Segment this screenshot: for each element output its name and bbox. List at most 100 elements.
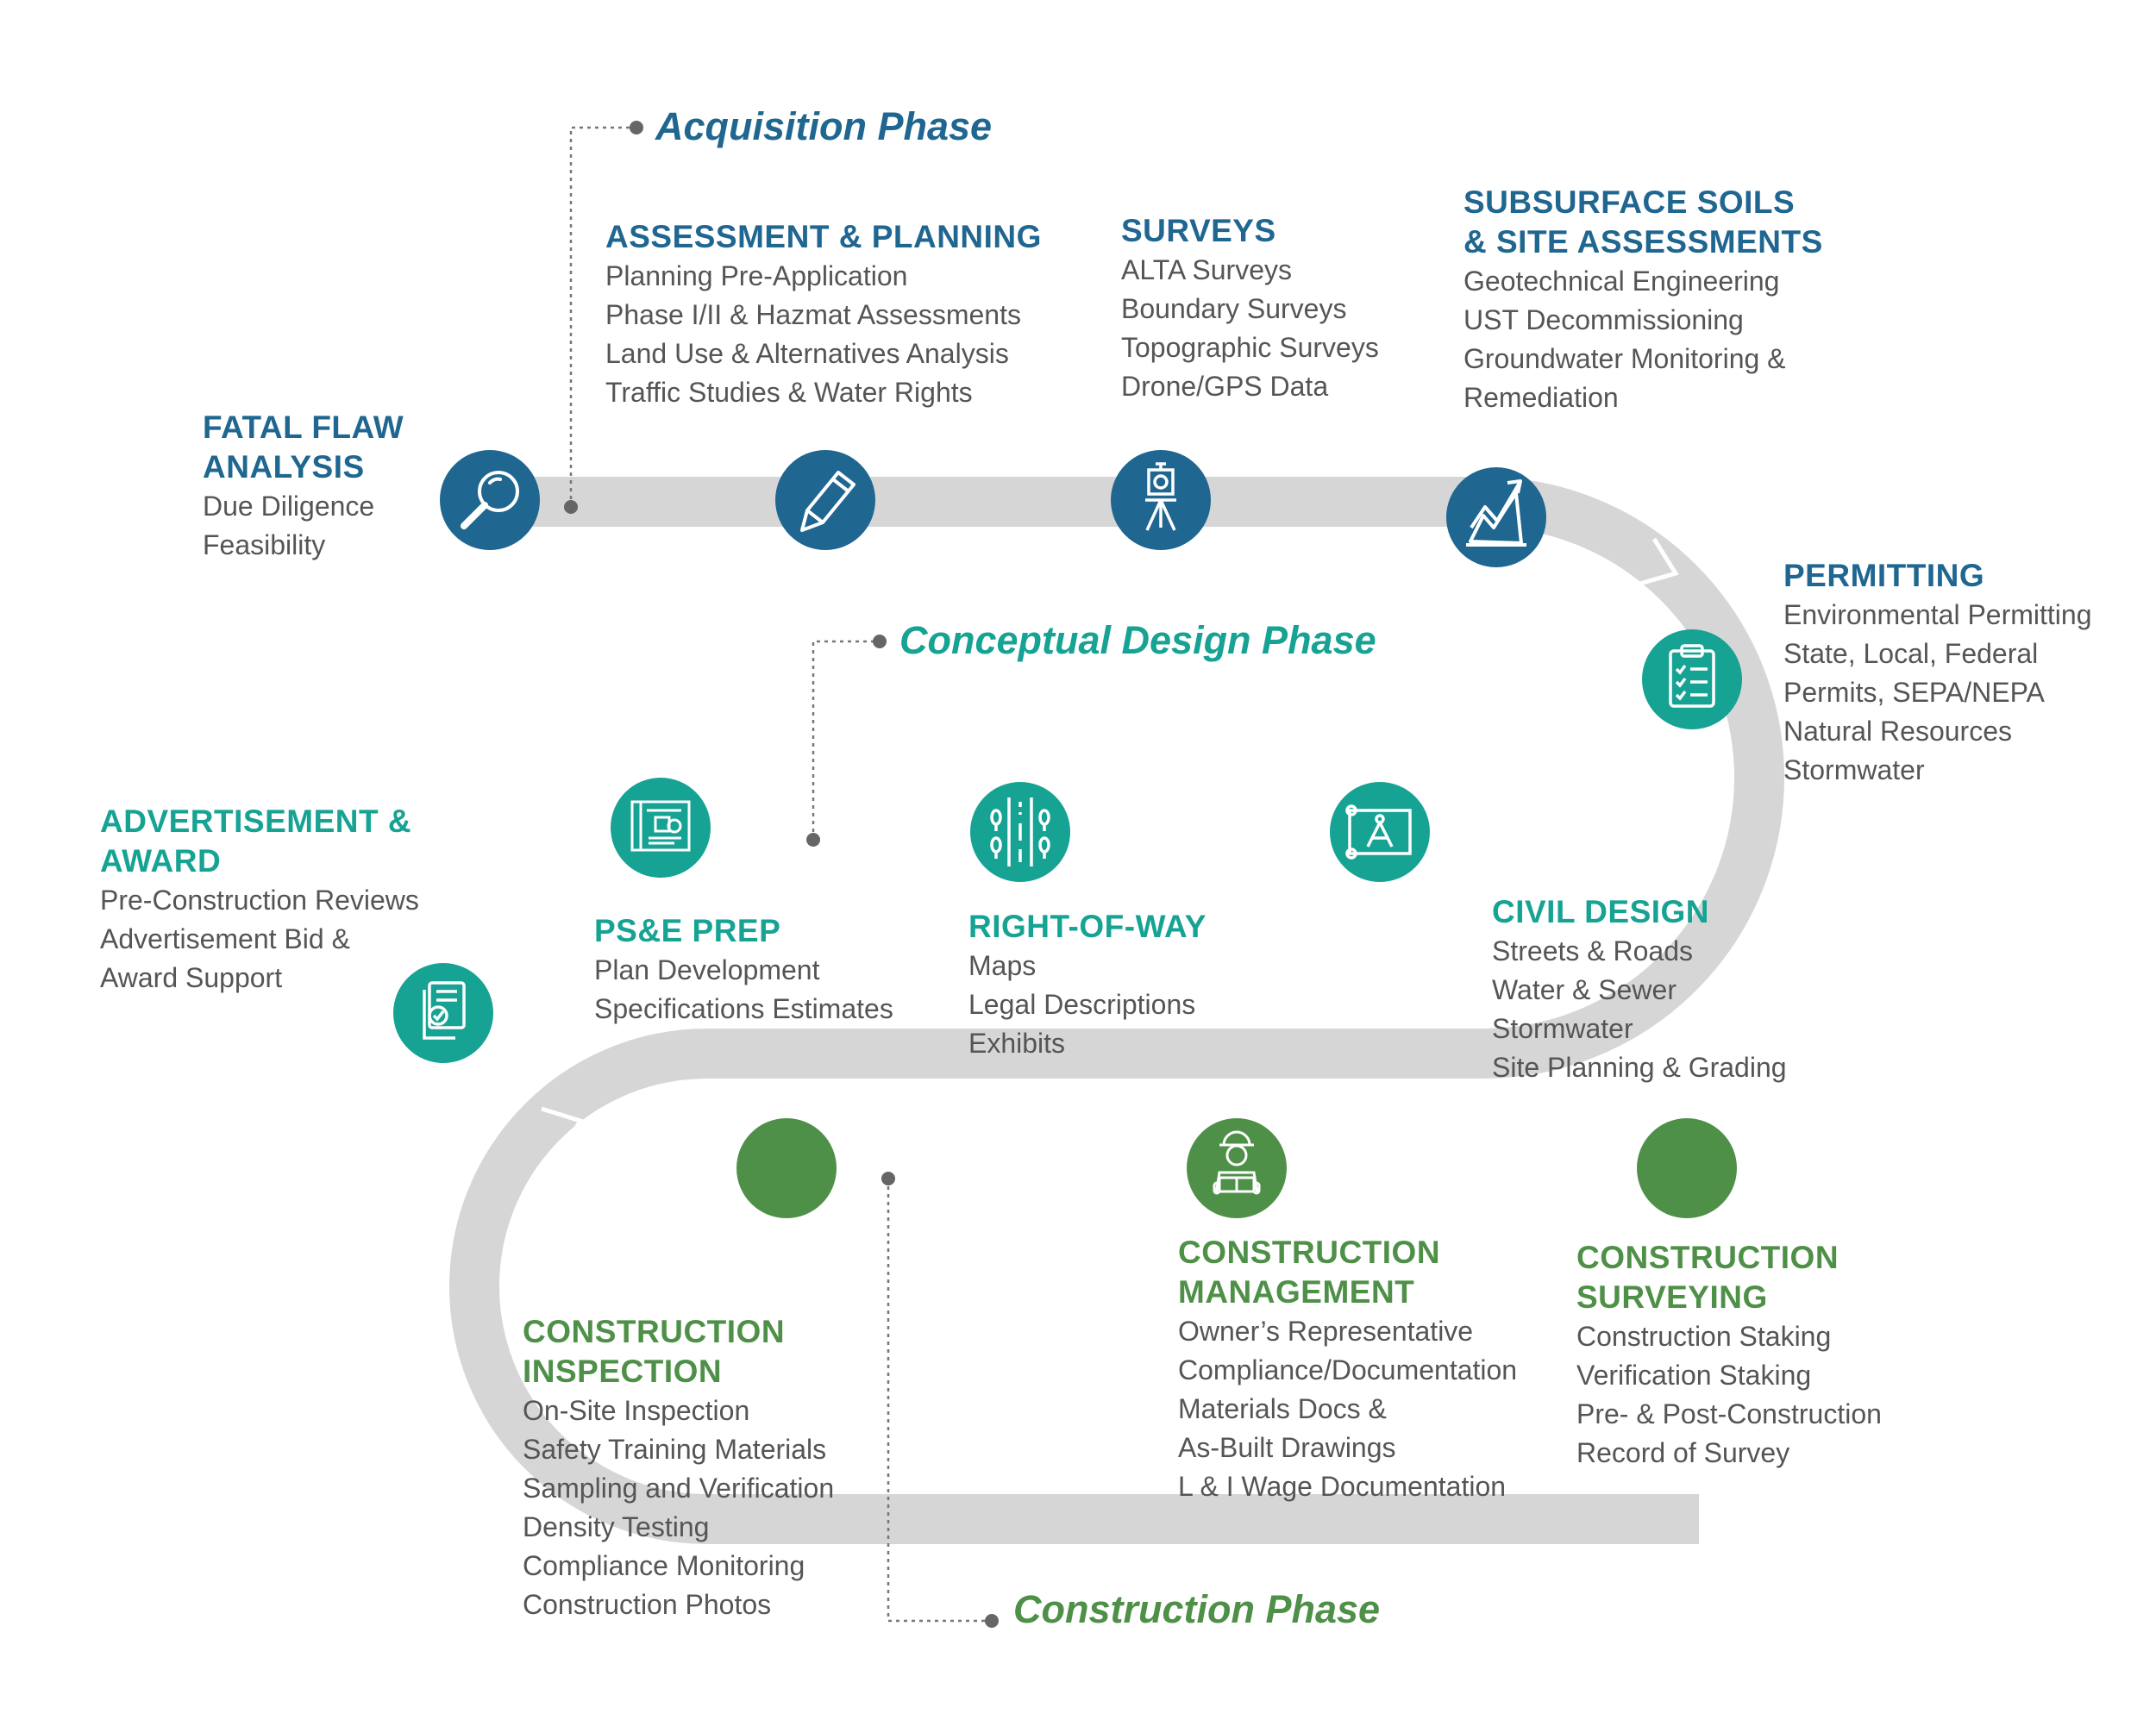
permitting-block: PERMITTING Environmental Permitting Stat… (1783, 556, 2091, 790)
terrain-chart-icon (1466, 479, 1526, 547)
list-item: Land Use & Alternatives Analysis (605, 338, 1009, 369)
surveying-node (1637, 1118, 1737, 1218)
permitting-node (1642, 629, 1742, 729)
list-item: Site Planning & Grading (1492, 1052, 1787, 1083)
list-item: Feasibility (203, 529, 326, 560)
acquisition-phase-leader (569, 126, 636, 507)
list-item: UST Decommissioning (1463, 304, 1744, 335)
list-item: State, Local, Federal (1783, 638, 2039, 669)
right-of-way-block: RIGHT-OF-WAY Maps Legal Descriptions Exh… (968, 907, 1206, 1063)
list-item: Maps (968, 950, 1037, 981)
advertisement-block: ADVERTISEMENT &AWARD Pre-Construction Re… (100, 802, 419, 998)
list-item: As-Built Drawings (1178, 1432, 1396, 1463)
list-item: Remediation (1463, 382, 1619, 413)
road-direction-chevron (1636, 537, 1679, 587)
winding-road (449, 477, 1784, 1544)
subsurface-block: SUBSURFACE SOILS& SITE ASSESSMENTS Geote… (1463, 183, 1823, 417)
list-item: Compliance Monitoring (523, 1550, 805, 1581)
engineer-blueprint-icon (1213, 1130, 1261, 1195)
advertisement-node (393, 963, 493, 1063)
advertisement-title: ADVERTISEMENT &AWARD (100, 804, 412, 879)
road-trees-icon (990, 797, 1050, 866)
list-item: Geotechnical Engineering (1463, 266, 1780, 297)
list-item: Advertisement Bid & (100, 923, 350, 954)
construction-phase-leader (887, 1179, 992, 1623)
right-of-way-node (970, 782, 1070, 882)
document-check-icon (423, 981, 466, 1040)
list-item: Stormwater (1783, 754, 1925, 785)
list-item: Phase I/II & Hazmat Assessments (605, 299, 1021, 330)
list-item: Exhibits (968, 1028, 1066, 1059)
list-item: Safety Training Materials (523, 1434, 827, 1465)
list-item: Plan Development (594, 954, 820, 985)
conceptual-design-phase-label: Conceptual Design Phase (899, 618, 1376, 662)
list-item: Record of Survey (1576, 1437, 1790, 1468)
pse-prep-node (611, 778, 711, 878)
assessment-title: ASSESSMENT & PLANNING (605, 219, 1042, 254)
pencil-icon (800, 471, 856, 532)
conceptual-phase-leader (812, 640, 880, 840)
assessment-node (775, 450, 875, 550)
list-item: ALTA Surveys (1121, 254, 1292, 285)
list-item: Pre- & Post-Construction (1576, 1398, 1882, 1429)
list-item: Environmental Permitting (1783, 599, 2092, 630)
acquisition-phase-label: Acquisition Phase (655, 104, 993, 148)
list-item: Stormwater (1492, 1013, 1633, 1044)
construction-phase-label: Construction Phase (1013, 1587, 1381, 1631)
management-node (1187, 1118, 1287, 1218)
permitting-title: PERMITTING (1783, 558, 1985, 593)
survey-tripod-icon (1145, 462, 1176, 531)
road-direction-chevron (541, 1106, 584, 1157)
list-item: Boundary Surveys (1121, 293, 1347, 324)
list-item: Due Diligence (203, 491, 375, 522)
clipboard-checklist-icon (1669, 644, 1715, 708)
blueprint-icon (630, 800, 691, 852)
list-item: On-Site Inspection (523, 1395, 750, 1426)
surveys-title: SURVEYS (1121, 213, 1276, 248)
subsurface-node (1446, 467, 1546, 567)
subsurface-title: SUBSURFACE SOILS& SITE ASSESSMENTS (1463, 185, 1823, 260)
surveys-node (1111, 450, 1211, 550)
pse-prep-title: PS&E PREP (594, 913, 781, 948)
list-item: Density Testing (523, 1511, 710, 1542)
drafting-compass-icon (1345, 804, 1412, 860)
right-of-way-title: RIGHT-OF-WAY (968, 909, 1206, 944)
list-item: Planning Pre-Application (605, 260, 908, 291)
list-item: Groundwater Monitoring & (1463, 343, 1786, 374)
pse-prep-block: PS&E PREP Plan Development Specification… (594, 911, 893, 1029)
list-item: Construction Staking (1576, 1321, 1832, 1352)
list-item: Natural Resources (1783, 716, 2012, 747)
assessment-block: ASSESSMENT & PLANNING Planning Pre-Appli… (605, 217, 1042, 412)
magnifier-icon (461, 471, 519, 529)
list-item: Streets & Roads (1492, 935, 1693, 966)
list-item: Water & Sewer (1492, 974, 1677, 1005)
list-item: Compliance/Documentation (1178, 1354, 1518, 1385)
civil-design-title: CIVIL DESIGN (1492, 894, 1710, 929)
list-item: Traffic Studies & Water Rights (605, 377, 973, 408)
fatal-flaw-node (440, 450, 540, 550)
list-item: Permits, SEPA/NEPA (1783, 677, 2045, 708)
list-item: L & I Wage Documentation (1178, 1471, 1507, 1502)
list-item: Owner’s Representative (1178, 1316, 1474, 1347)
list-item: Drone/GPS Data (1121, 371, 1329, 402)
civil-design-node (1330, 782, 1430, 882)
list-item: Pre-Construction Reviews (100, 885, 419, 916)
list-item: Award Support (100, 962, 283, 993)
surveys-block: SURVEYS ALTA Surveys Boundary Surveys To… (1121, 211, 1379, 406)
list-item: Legal Descriptions (968, 989, 1196, 1020)
list-item: Topographic Surveys (1121, 332, 1379, 363)
list-item: Specifications Estimates (594, 993, 893, 1024)
list-item: Materials Docs & (1178, 1393, 1387, 1424)
list-item: Verification Staking (1576, 1360, 1812, 1391)
list-item: Construction Photos (523, 1589, 772, 1620)
civil-design-block: CIVIL DESIGN Streets & Roads Water & Sew… (1492, 892, 1787, 1087)
inspection-node (736, 1118, 837, 1218)
